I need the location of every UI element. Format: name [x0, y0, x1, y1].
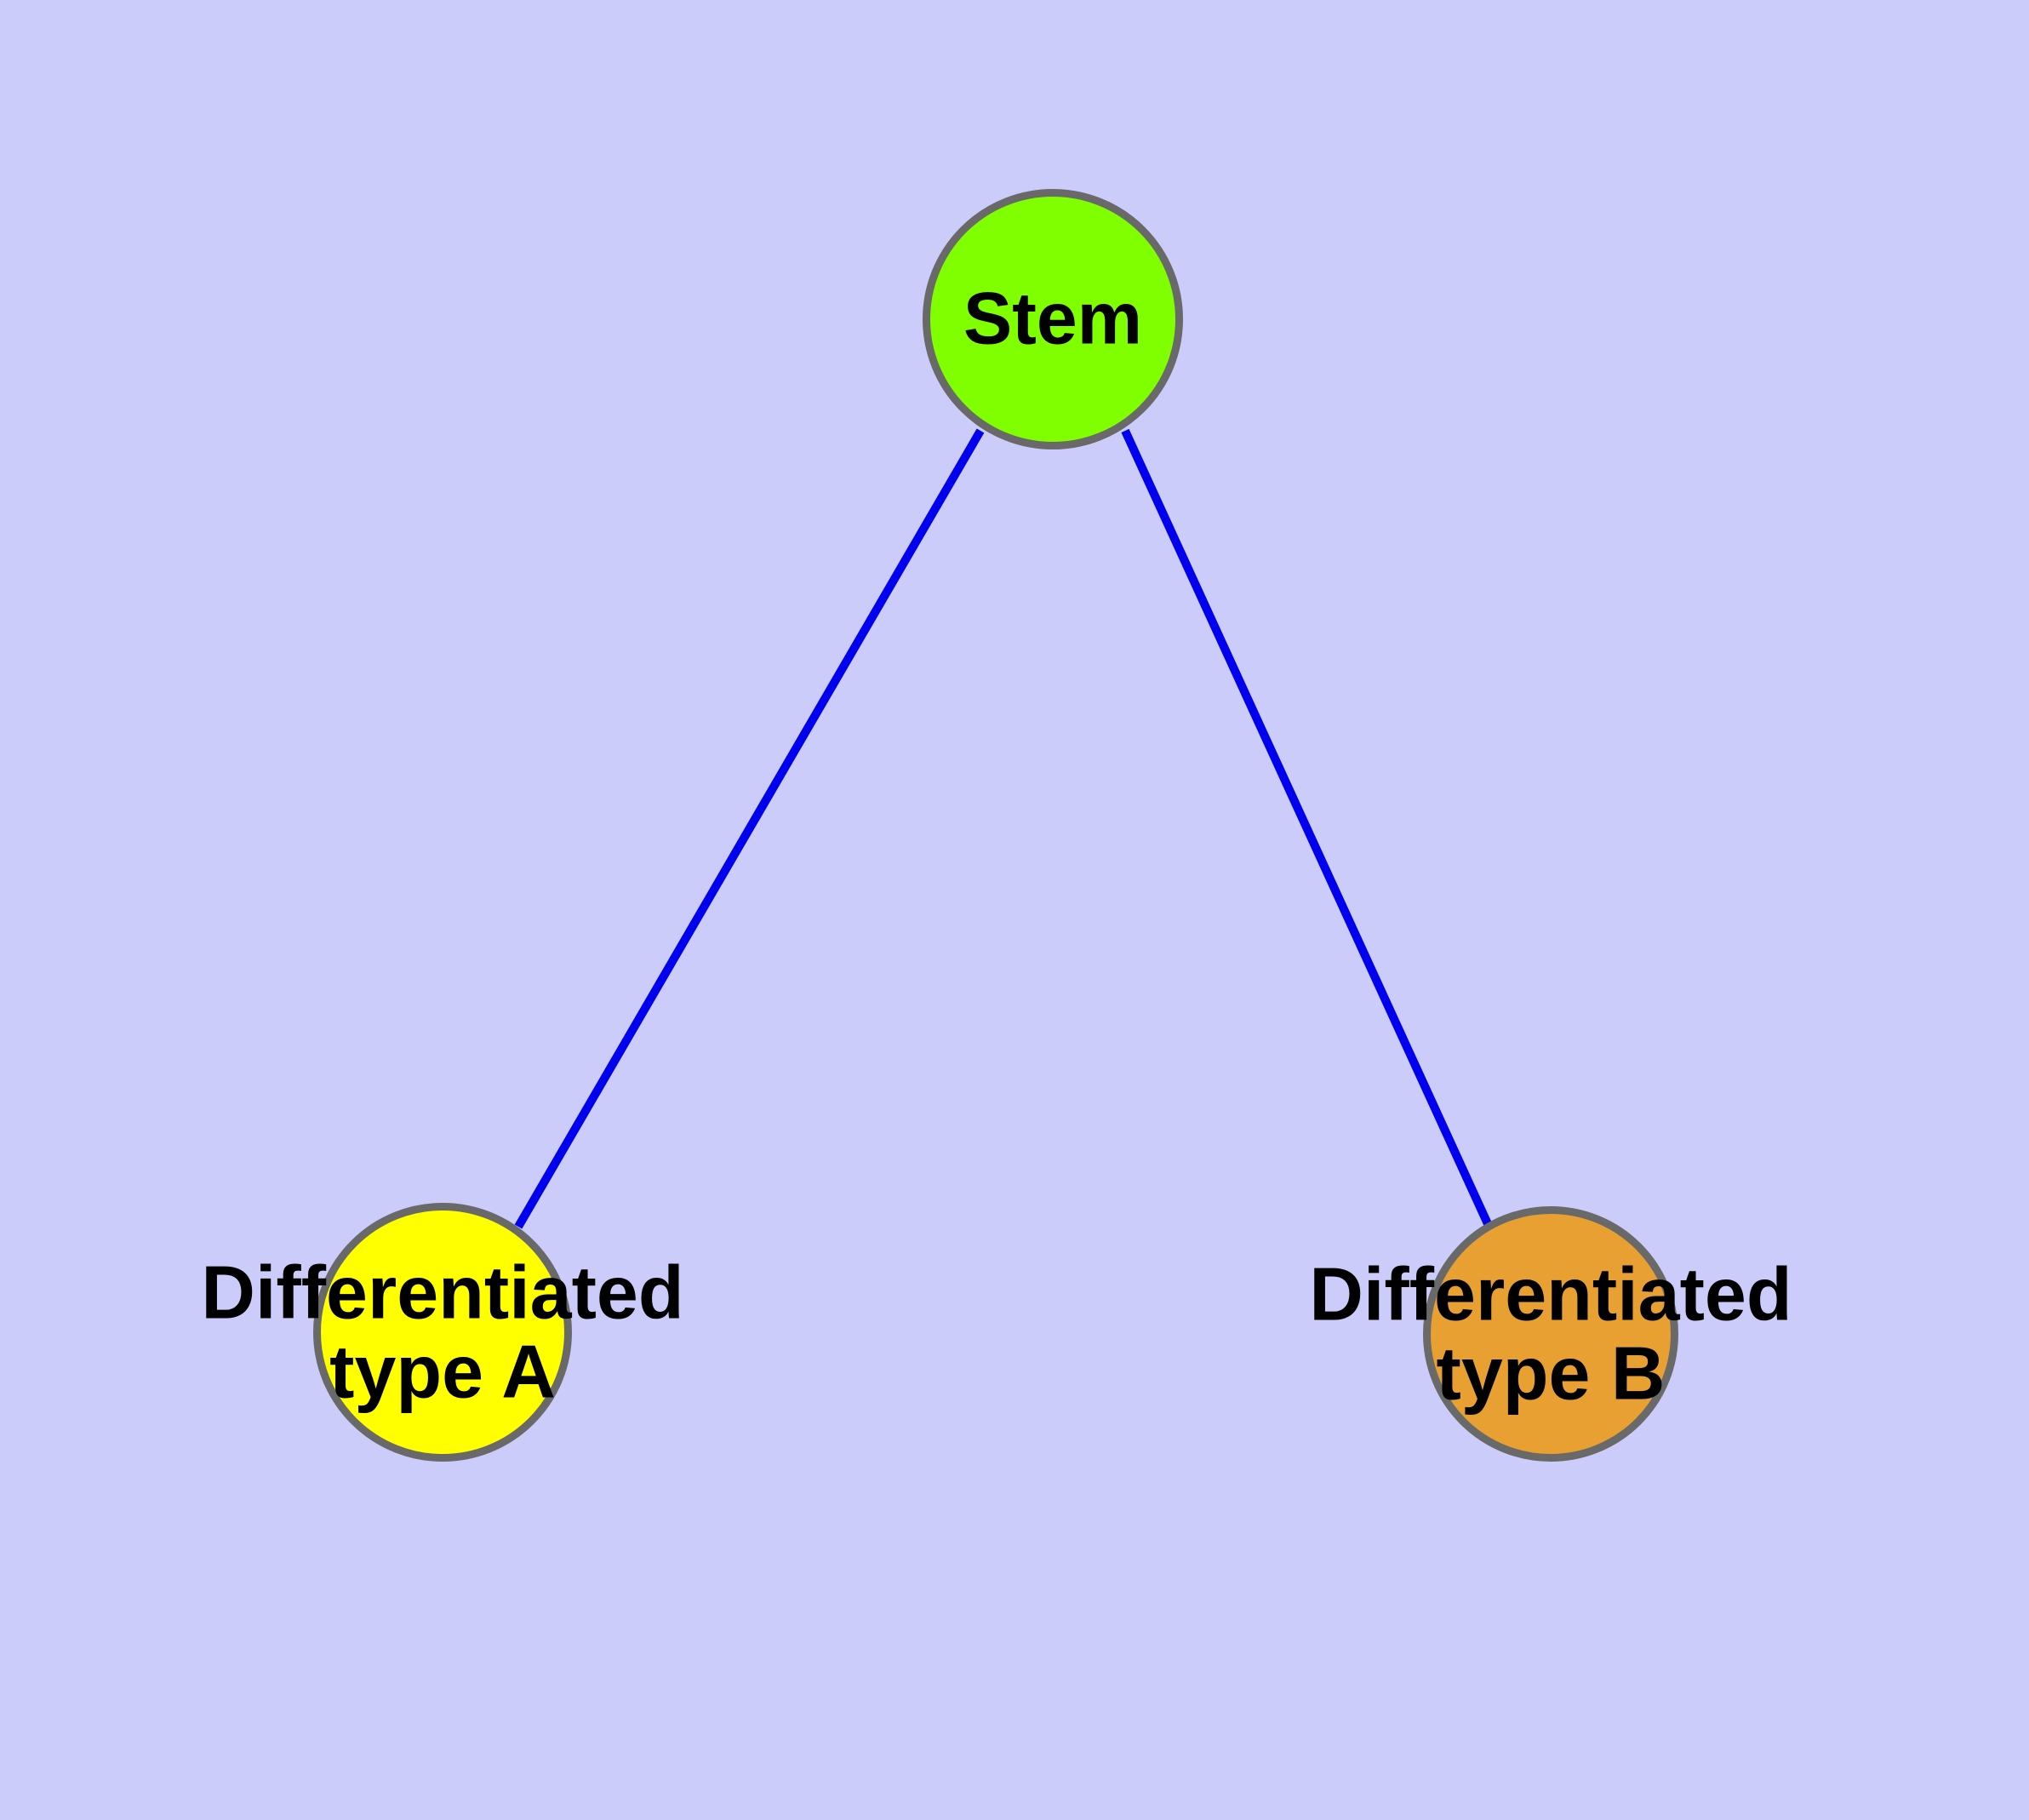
graph-edge-stem-to-diff-b[interactable] [1121, 428, 1494, 1230]
graph-node-diff-a[interactable] [313, 1203, 572, 1462]
graph-node-stem[interactable] [923, 189, 1183, 449]
edges-layer [514, 428, 1494, 1230]
nodes-layer [313, 189, 1678, 1462]
graph-node-diff-b[interactable] [1423, 1206, 1678, 1462]
graph-edge-stem-to-diff-a[interactable] [514, 428, 985, 1229]
